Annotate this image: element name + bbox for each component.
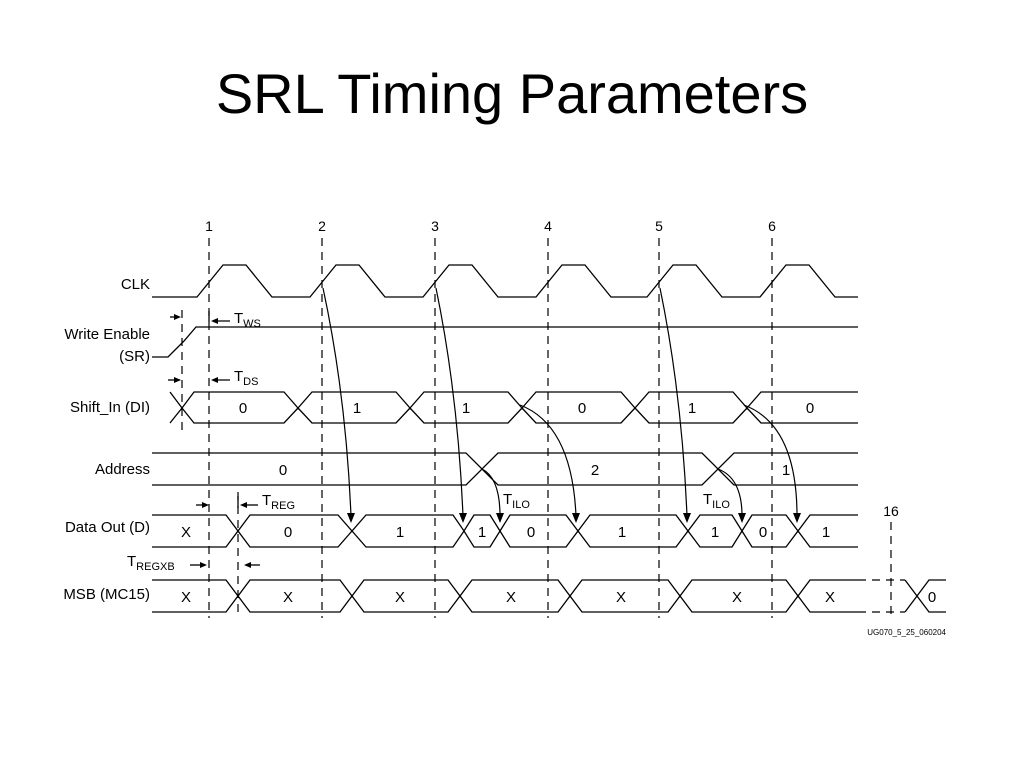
tregxb-label: TREGXB [127,553,175,573]
shift-in-value: 0 [806,400,814,417]
data-out-value: 1 [711,524,719,541]
causality-arrows [322,287,801,523]
tds-marker [168,377,230,383]
data-out-value: 1 [618,524,626,541]
address-waveform [152,452,858,486]
shift-in-value: 1 [462,400,470,417]
signal-label-address: Address [95,461,150,478]
msb-value: X [283,589,293,606]
msb-waveform [152,579,946,613]
slide-title: SRL Timing Parameters [215,62,809,125]
signal-label-shift-in: Shift_In (DI) [70,399,150,416]
tds-label: TDS [234,368,258,388]
msb-value: X [616,589,626,606]
shift-in-value: 1 [688,400,696,417]
address-value: 0 [279,462,287,479]
tws-label: TWS [234,310,261,330]
tilo-label-2: TILO [703,491,730,511]
data-out-value: 0 [759,524,767,541]
write-enable-waveform [152,326,858,358]
signal-label-msb: MSB (MC15) [63,586,150,603]
data-out-value: 0 [284,524,292,541]
edge-number-2: 2 [318,218,326,234]
tregxb-marker [190,562,260,568]
tws-marker [170,311,230,324]
data-out-value: X [181,524,191,541]
data-out-value: 0 [527,524,535,541]
edge-number-3: 3 [431,218,439,234]
address-value: 1 [782,462,790,479]
data-out-value: 1 [822,524,830,541]
signal-label-clk: CLK [121,276,150,293]
clock-edge-markers [181,238,892,618]
msb-value: X [506,589,516,606]
data-out-value: 1 [396,524,404,541]
clk-waveform [152,264,858,298]
edge-number-4: 4 [544,218,552,234]
data-out-waveform [152,514,858,548]
shift-in-value: 0 [578,400,586,417]
figure-id: UG070_5_25_060204 [867,628,946,637]
signal-label-write-enable: Write Enable [64,326,150,343]
edge-number-16: 16 [883,503,899,519]
treg-marker [196,496,258,508]
msb-value: X [732,589,742,606]
shift-in-waveform [169,391,858,424]
msb-value: X [181,589,191,606]
msb-value: 0 [928,589,936,606]
shift-in-value: 1 [353,400,361,417]
treg-label: TREG [262,492,295,512]
edge-number-6: 6 [768,218,776,234]
edge-number-5: 5 [655,218,663,234]
msb-value: X [825,589,835,606]
edge-number-1: 1 [205,218,213,234]
msb-value: X [395,589,405,606]
signal-label-sr: (SR) [119,348,150,365]
data-out-value: 1 [478,524,486,541]
address-value: 2 [591,462,599,479]
tilo-label: TILO [503,491,530,511]
shift-in-value: 0 [239,400,247,417]
signal-label-data-out: Data Out (D) [65,519,150,536]
